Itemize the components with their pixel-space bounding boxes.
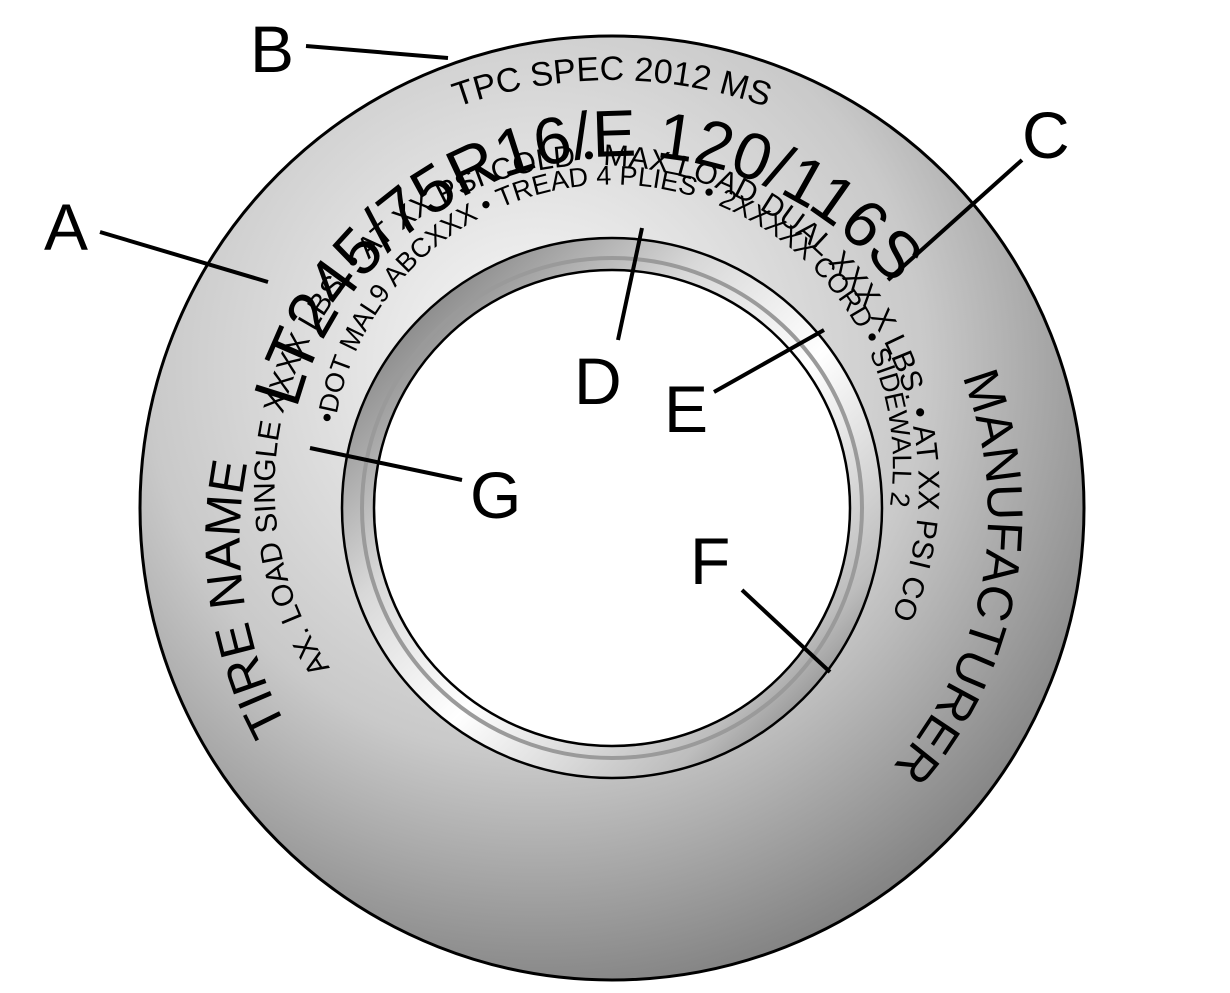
callout-g: G [470, 458, 521, 532]
callout-c: C [1022, 98, 1070, 172]
leader-line-e [713, 328, 825, 394]
rim-bead-ring [360, 256, 864, 760]
leader-line-a [99, 230, 269, 284]
callout-b: B [250, 12, 294, 86]
wheel-opening [372, 268, 852, 748]
leader-line-f [740, 588, 832, 674]
leader-line-b [305, 44, 449, 60]
callout-d: D [574, 344, 622, 418]
callout-e: E [664, 372, 708, 446]
callout-f: F [690, 524, 730, 598]
leader-line-c [886, 158, 1024, 282]
leader-line-d [616, 227, 644, 341]
leader-line-g [309, 446, 463, 482]
callout-a: A [44, 190, 88, 264]
